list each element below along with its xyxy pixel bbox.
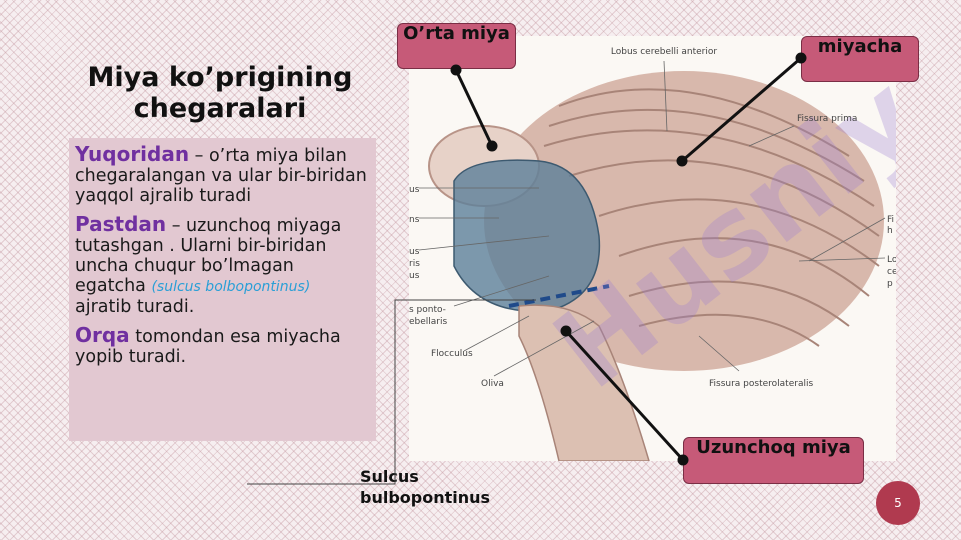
- callout-miyacha: miyacha: [801, 36, 919, 82]
- callout-orta-miya: O’rta miya: [397, 23, 516, 69]
- brainstem-illustration: Husniya Lobus cerebelli anterior Fissura…: [409, 36, 896, 461]
- label-left-4b: ebellaris: [409, 317, 448, 327]
- keyword-bottom: Pastdan: [75, 212, 167, 236]
- leader-fissura-posterolateralis: [698, 335, 740, 372]
- label-right-1a: Fi: [887, 215, 894, 225]
- page-number-badge: 5: [876, 481, 920, 525]
- label-right-2b: ce: [887, 267, 896, 277]
- label-left-3b: ris: [409, 259, 420, 269]
- label-fissura-prima: Fissura prima: [797, 114, 857, 124]
- label-left-4a: s ponto-: [409, 305, 446, 315]
- paragraph-top-text: – o’rta miya bilan chegaralangan va ular…: [75, 146, 367, 206]
- keyword-top: Yuqoridan: [75, 142, 190, 166]
- label-right-2a: Lo: [887, 255, 896, 265]
- paragraph-back-boundary: Orqa tomondan esa miyacha yopib turadi.: [75, 325, 370, 367]
- paragraph-bottom-boundary: Pastdan – uzunchoq miyaga tutashgan . Ul…: [75, 214, 370, 317]
- keyword-back: Orqa: [75, 323, 130, 347]
- latin-term: (sulcus bolbopontinus): [151, 279, 311, 295]
- label-lobus-anterior: Lobus cerebelli anterior: [611, 47, 717, 57]
- label-fissura-posterolateralis: Fissura posterolateralis: [709, 379, 813, 389]
- label-left-1: us: [409, 185, 420, 195]
- slide-title: Miya ko’prigining chegaralari: [87, 62, 353, 124]
- leader-lobus: [663, 60, 668, 132]
- leader-right-2: [798, 257, 886, 262]
- label-left-3c: us: [409, 271, 420, 281]
- sulcus-bulbopontinus-label: Sulcus bulbopontinus: [360, 467, 491, 507]
- leader-right-1: [808, 217, 886, 262]
- brainstem-drawing: Husniya Lobus cerebelli anterior Fissura…: [409, 36, 896, 461]
- label-left-3a: us: [409, 247, 420, 257]
- leader-left-3: [418, 235, 550, 251]
- label-right-1b: h: [887, 226, 893, 236]
- label-flocculus: Flocculus: [431, 349, 473, 359]
- paragraph-bottom-text-after: ajratib turadi.: [75, 297, 195, 317]
- callout-uzunchoq-miya: Uzunchoq miya: [683, 437, 864, 484]
- label-right-2c: p: [887, 279, 893, 289]
- label-left-2: ns: [409, 215, 420, 225]
- label-oliva: Oliva: [481, 379, 504, 389]
- paragraph-top-boundary: Yuqoridan – o’rta miya bilan chegaralang…: [75, 144, 370, 206]
- text-panel: Yuqoridan – o’rta miya bilan chegaralang…: [69, 138, 376, 441]
- paragraph-bottom-text: – uzunchoq miyaga tutashgan . Ularni bir…: [75, 216, 342, 296]
